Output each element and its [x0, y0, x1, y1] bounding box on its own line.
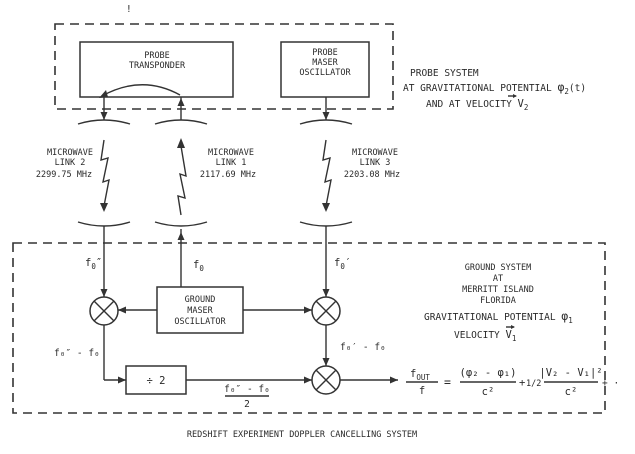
ground-maser-label-2: MASER: [187, 306, 213, 316]
eq-term2-num: |V₂ - V₁|²: [539, 367, 602, 379]
probe-transponder-label-1: PROBE: [144, 51, 170, 61]
label-f0-prime: f0′: [334, 257, 351, 271]
antenna-ground-link3: [299, 221, 353, 227]
link3-freq: 2203.08 MHz: [344, 170, 400, 180]
eq-plus: +: [519, 377, 525, 389]
transponder-loop-arrowhead: [99, 90, 108, 98]
link1-bolt: [177, 145, 187, 216]
eq-equals: =: [444, 375, 451, 389]
arrow-output: [390, 376, 398, 384]
right-mixer-cross-b: [315, 300, 337, 322]
ground-caption-3: MERRITT ISLAND: [462, 285, 534, 295]
link2-bolt-arrow: [100, 203, 108, 212]
divide-by-two-box: [125, 365, 187, 395]
link3-name: MICROWAVE: [352, 148, 398, 158]
link2-bolt: [100, 139, 110, 207]
probe-transponder-label-2: TRANSPONDER: [129, 61, 186, 71]
probe-maser-box: [280, 41, 370, 98]
eq-lhs-num: fOUT: [410, 368, 430, 382]
label-f0-double-prime: f0″: [85, 257, 102, 271]
velocity-vector-arrow: [513, 94, 517, 98]
link3-bolt-arrow: [322, 203, 330, 212]
link3-label: LINK 3: [360, 158, 391, 168]
ground-maser-label-3: OSCILLATOR: [174, 317, 226, 327]
arrow-into-divider: [118, 376, 126, 384]
link1-freq: 2117.69 MHz: [200, 170, 256, 180]
link1-label: LINK 1: [216, 158, 247, 168]
link2-name: MICROWAVE: [47, 148, 93, 158]
arrow-transponder-up: [177, 98, 185, 106]
probe-velocity-caption: AND AT VELOCITY V2: [426, 98, 528, 112]
ground-maser-label-1: GROUND: [185, 295, 216, 305]
probe-system-boundary: [54, 23, 394, 110]
arrow-into-left-mixer: [100, 289, 108, 297]
link2-label: LINK 2: [55, 158, 86, 168]
eq-term1-den: c²: [482, 386, 495, 398]
arrow-maser-down: [322, 112, 330, 120]
probe-maser-label-3: OSCILLATOR: [299, 68, 351, 78]
arrow-into-right-mixer-side: [304, 306, 312, 314]
stray-mark: !: [126, 4, 132, 15]
link2-freq: 2299.75 MHz: [36, 170, 92, 180]
arrow-transponder-down: [100, 112, 108, 120]
ground-velocity: VELOCITY V1: [454, 329, 516, 343]
antenna-probe-link1: [154, 119, 208, 125]
divide-by-two-label: ÷ 2: [147, 375, 166, 387]
probe-transponder-box: [79, 41, 234, 98]
ground-caption-2: AT: [493, 274, 503, 284]
probe-maser-label-1: PROBE: [312, 48, 338, 58]
antenna-ground-link1: [154, 221, 208, 227]
ground-caption-4: FLORIDA: [480, 296, 516, 306]
eq-half: 1/2: [526, 379, 541, 389]
eq-term1-num: (φ₂ - φ₁): [460, 367, 517, 379]
link1-name: MICROWAVE: [208, 148, 254, 158]
antenna-probe-link2: [77, 119, 131, 125]
eq-lhs-den: f: [419, 385, 425, 397]
probe-maser-label-2: MASER: [312, 58, 338, 68]
output-mixer-cross-b: [315, 369, 337, 391]
probe-system-caption: PROBE SYSTEM: [410, 68, 479, 79]
arrow-into-left-mixer-side: [118, 306, 126, 314]
ground-velocity-vector-arrow: [511, 325, 515, 329]
label-half-den: 2: [244, 399, 250, 410]
antenna-probe-link3: [299, 119, 353, 125]
ground-system-boundary: [12, 242, 606, 414]
arrow-into-right-mixer: [322, 289, 330, 297]
label-diff-left: f₀″ - f₀: [54, 348, 100, 359]
transponder-loop: [101, 84, 181, 97]
link1-bolt-arrow: [177, 138, 185, 148]
label-half-num: f₀″ - f₀: [224, 384, 270, 395]
ground-caption-1: GROUND SYSTEM: [465, 263, 532, 273]
figure-caption: REDSHIFT EXPERIMENT DOPPLER CANCELLING S…: [187, 430, 417, 440]
label-f0-center: f0: [193, 259, 204, 273]
ground-potential: GRAVITATIONAL POTENTIAL φ1: [424, 309, 573, 325]
antenna-ground-link2: [77, 221, 131, 227]
arrow-into-output-mixer: [304, 376, 312, 384]
arrow-up-to-link1: [177, 232, 185, 240]
eq-term2-den: c²: [565, 386, 578, 398]
eq-trailing: + ·: [602, 378, 619, 389]
arrow-into-output-mixer-top: [322, 358, 330, 366]
label-diff-right: f₀′ - f₀: [340, 342, 386, 353]
link3-bolt: [322, 139, 332, 207]
probe-potential-caption: AT GRAVITATIONAL POTENTIAL φ2(t): [403, 80, 586, 96]
left-mixer-cross-b: [93, 300, 115, 322]
